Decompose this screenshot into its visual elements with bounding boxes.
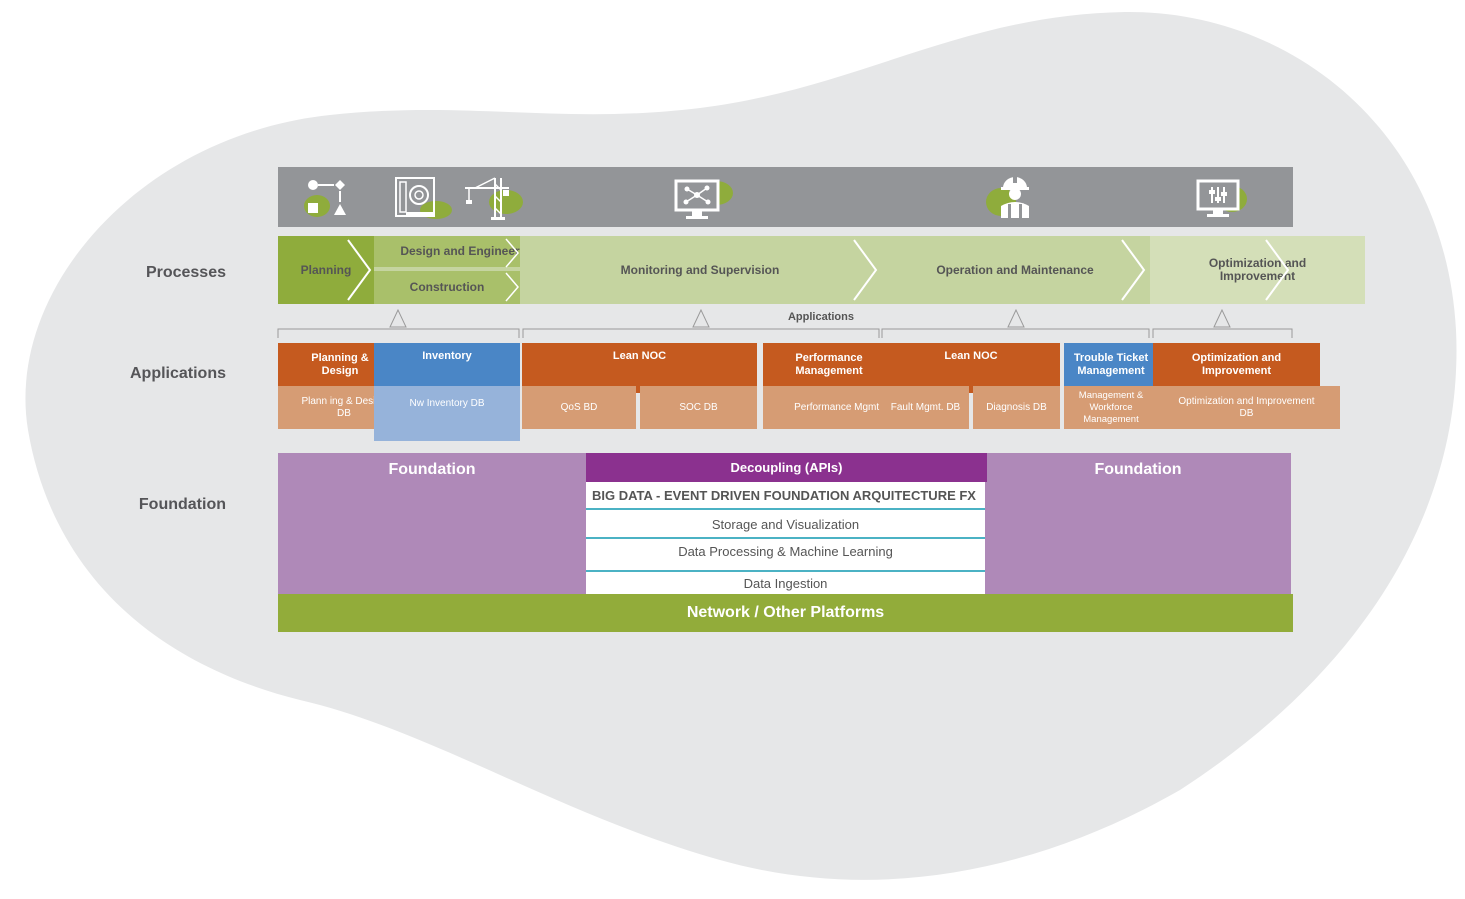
foundation-row-label: Foundation — [138, 496, 226, 513]
network-other-platforms-layer: Network / Other Platforms — [278, 594, 1293, 632]
layer-divider — [586, 570, 985, 572]
applications-row-label: Applications — [129, 365, 226, 382]
foundation-right-panel — [985, 453, 1291, 594]
construction-crane-icon — [465, 177, 523, 220]
db-workforce-management: Management & Workforce Management — [1064, 386, 1158, 429]
process-planning[interactable]: Planning — [278, 236, 374, 304]
data-ingestion-layer: Data Ingestion — [743, 575, 828, 591]
app-lean-noc-operation[interactable]: Lean NOC — [882, 343, 1060, 393]
db-diagnosis: Diagnosis DB — [973, 386, 1060, 429]
db-fault-mgmt: Fault Mgmt. DB — [882, 386, 969, 429]
process-icon-bar — [278, 167, 1293, 227]
planning-flow-icon — [304, 180, 346, 217]
applications-brackets — [277, 308, 1293, 338]
db-qos: QoS BD — [522, 386, 636, 429]
storage-visualization-layer: Storage and Visualization — [711, 517, 860, 532]
app-inventory[interactable]: Inventory — [374, 343, 520, 393]
process-construction[interactable]: Construction — [374, 271, 520, 304]
decoupling-apis-layer: Decoupling (APIs) — [586, 453, 987, 482]
settings-monitor-icon — [1196, 179, 1247, 217]
chevron-right-icon — [505, 272, 519, 302]
data-storage-icon — [395, 177, 452, 219]
processes-row-label: Processes — [145, 264, 226, 281]
chevron-right-icon — [347, 239, 372, 301]
network-monitor-icon — [674, 179, 733, 219]
db-nw-inventory: Nw Inventory DB — [374, 386, 520, 441]
layer-divider — [586, 508, 985, 510]
foundation-right-title: Foundation — [1094, 461, 1182, 478]
big-data-title: BIG DATA - EVENT DRIVEN FOUNDATION ARQUI… — [592, 488, 976, 503]
app-performance-management[interactable]: Performance Management — [763, 343, 895, 386]
field-worker-icon — [986, 177, 1029, 218]
layer-divider — [586, 537, 985, 539]
process-operation-maintenance[interactable]: Operation and Maintenance — [880, 236, 1150, 304]
app-lean-noc-monitoring[interactable]: Lean NOC — [522, 343, 757, 393]
foundation-left-panel — [278, 453, 586, 594]
db-optimization-improvement: Optimization and Improvement DB — [1153, 386, 1340, 429]
db-soc: SOC DB — [640, 386, 757, 429]
chevron-right-icon — [1121, 239, 1146, 301]
process-optimization-improvement[interactable]: Optimization and Improvement — [1150, 236, 1365, 304]
chevron-right-icon — [1265, 239, 1290, 301]
foundation-left-title: Foundation — [388, 461, 476, 478]
applications-caption: Applications — [787, 311, 854, 323]
app-optimization-improvement[interactable]: Optimization and Improvement — [1153, 343, 1320, 386]
process-monitoring-supervision[interactable]: Monitoring and Supervision — [520, 236, 880, 304]
chevron-right-icon — [505, 238, 519, 268]
process-divider — [374, 267, 520, 271]
app-trouble-ticket-management[interactable]: Trouble Ticket Management — [1064, 343, 1158, 386]
data-processing-ml-layer: Data Processing & Machine Learning — [678, 543, 893, 559]
chevron-right-icon — [853, 239, 878, 301]
